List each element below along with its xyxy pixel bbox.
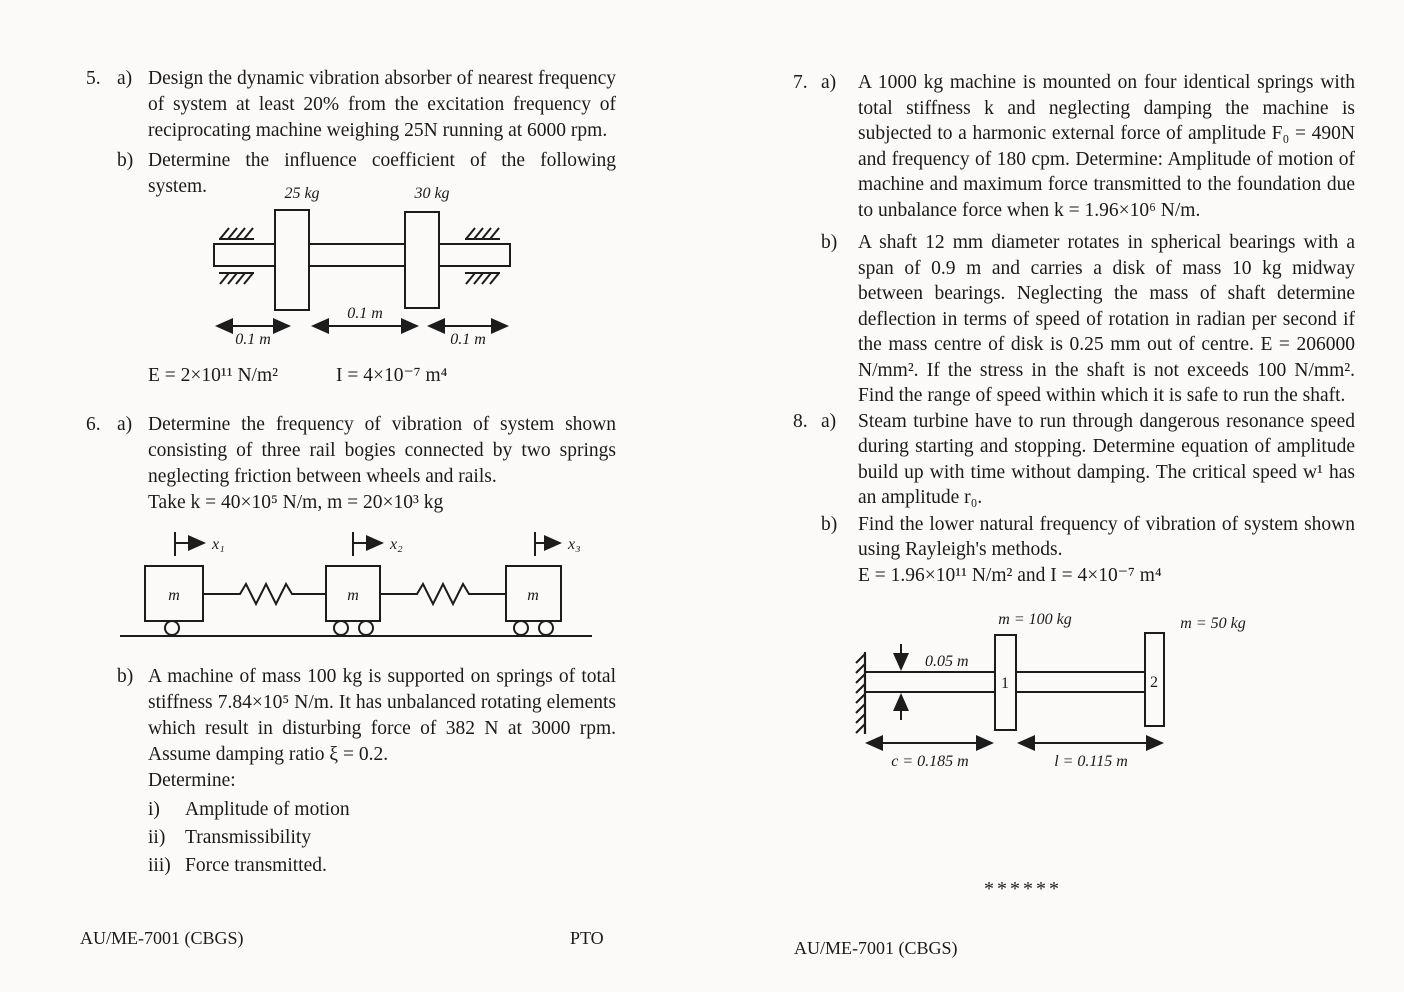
disk-30kg — [404, 211, 440, 309]
dim-right-label: 0.1 m — [450, 331, 486, 348]
question-7a-text: A 1000 kg machine is mounted on four ide… — [858, 72, 1355, 221]
wheel-icon — [333, 620, 349, 636]
dim-l-label: l = 0.115 m — [1054, 753, 1128, 770]
thickness-label: 0.05 m — [925, 653, 969, 670]
right-page-column: 7. a) A 1000 kg machine is mounted on fo… — [793, 62, 1355, 780]
disk-1 — [994, 634, 1017, 731]
question-8a-text: Steam turbine have to run through danger… — [858, 410, 1355, 509]
two-disk-shaft-diagram: 25 kg 30 kg 0.1 m 0 — [213, 185, 511, 348]
subitem-iii-text: Force transmitted. — [185, 855, 327, 876]
spring-2-icon — [380, 581, 506, 607]
question-7-number: 7. — [793, 72, 808, 93]
mass1-label: 25 kg — [284, 185, 319, 202]
question-6b-text: A machine of mass 100 kg is supported on… — [148, 666, 616, 765]
disk2-mass-label: m = 50 kg — [1180, 615, 1245, 632]
subitem-iii: iii) Force transmitted. — [148, 852, 616, 880]
question-8a-label: a) — [821, 410, 837, 432]
question-8a: 8. a) Steam turbine have to run through … — [793, 409, 1355, 511]
question-7b: b) A shaft 12 mm diameter rotates in sph… — [793, 230, 1355, 409]
wheel-icon — [538, 620, 554, 636]
question-5b-label: b) — [117, 150, 134, 171]
disk1-mass-label: m = 100 kg — [998, 611, 1071, 628]
rail-bogies-diagram: x₁ x₂ x₃ m m m — [120, 532, 592, 637]
coordinate-arrow-x1 — [174, 532, 206, 556]
left-support-hatch-icon — [219, 227, 254, 285]
question-8b-label: b) — [821, 513, 838, 535]
question-6b-subitems: i) Amplitude of motion ii) Transmissibil… — [148, 796, 616, 880]
subitem-iii-label: iii) — [148, 855, 171, 876]
right-support-hatch-icon — [465, 227, 500, 285]
wheel-icon — [513, 620, 529, 636]
left-page-column: 5. a) Design the dynamic vibration absor… — [86, 60, 616, 880]
dim-mid-label: 0.1 m — [347, 305, 383, 322]
x1-label: x₁ — [211, 536, 225, 553]
x2-label: x₂ — [389, 536, 403, 553]
disk-2 — [1144, 632, 1165, 727]
question-5a-label: a) — [117, 68, 133, 89]
wheel-icon — [358, 620, 374, 636]
mass-m1-label: m — [168, 587, 180, 604]
course-code-right-page: AU/ME-7001 (CBGS) — [794, 938, 958, 958]
mass2-label: 30 kg — [413, 185, 449, 202]
subitem-i-text: Amplitude of motion — [185, 799, 350, 820]
question-6a-given: Take k = 40×10⁵ N/m, m = 20×10³ kg — [148, 492, 444, 513]
coordinate-arrow-x3 — [534, 532, 562, 556]
question-5b-text: Determine the influence coefficient of t… — [148, 150, 616, 197]
pto-label: PTO — [570, 928, 604, 948]
mass-m2-label: m — [347, 587, 359, 604]
question-6b-body: A machine of mass 100 kg is supported on… — [148, 664, 616, 880]
disk2-number-label: 2 — [1150, 674, 1158, 691]
question-5a: 5. a) Design the dynamic vibration absor… — [86, 66, 616, 144]
question-5a-text: Design the dynamic vibration absorber of… — [148, 68, 616, 141]
question-6a-body: Determine the frequency of vibration of … — [148, 412, 616, 516]
mass-m3-label: m — [527, 587, 539, 604]
disk1-number-label: 1 — [1001, 675, 1009, 692]
shaft-segments — [865, 671, 1145, 693]
question-6b-determine: Determine: — [148, 770, 236, 791]
cantilever-shaft-diagram: m = 100 kg m = 50 kg 1 2 0.05 m — [855, 611, 1246, 770]
shaft — [213, 243, 511, 267]
question-5b: b) Determine the influence coefficient o… — [86, 148, 616, 200]
subitem-ii-text: Transmissibility — [185, 827, 312, 848]
question-6a: 6. a) Determine the frequency of vibrati… — [86, 412, 616, 516]
inertia-value: I = 4×10⁻⁷ m⁴ — [336, 365, 448, 386]
question-6-number: 6. — [86, 414, 101, 435]
course-code-left-page: AU/ME-7001 (CBGS) — [80, 928, 244, 948]
question-7b-text: A shaft 12 mm diameter rotates in spheri… — [858, 232, 1355, 406]
question-8b-body: Find the lower natural frequency of vibr… — [858, 512, 1355, 589]
fixed-wall-hatch-icon — [855, 652, 867, 734]
question-7b-label: b) — [821, 232, 838, 253]
subitem-i: i) Amplitude of motion — [148, 796, 616, 824]
end-of-paper-stars: ****** — [984, 878, 1062, 900]
subitem-ii-label: ii) — [148, 827, 166, 848]
question-8b-constants: E = 1.96×10¹¹ N/m² and I = 4×10⁻⁷ m⁴ — [858, 564, 1162, 586]
coordinate-arrow-x2 — [352, 532, 384, 556]
wheel-icon — [164, 620, 180, 636]
question-8b: b) Find the lower natural frequency of v… — [793, 512, 1355, 589]
dim-left-label: 0.1 m — [235, 331, 271, 348]
question-6b-label: b) — [117, 666, 134, 687]
question-7a-label: a) — [821, 72, 837, 93]
x3-label: x₃ — [567, 536, 581, 553]
subitem-ii: ii) Transmissibility — [148, 824, 616, 852]
question-6a-text: Determine the frequency of vibration of … — [148, 414, 616, 487]
question-6b: b) A machine of mass 100 kg is supported… — [86, 664, 616, 880]
subitem-i-label: i) — [148, 799, 160, 820]
spring-1-icon — [203, 581, 326, 607]
elastic-modulus-value: E = 2×10¹¹ N/m² — [148, 365, 278, 386]
disk-25kg — [274, 209, 310, 311]
question-6a-label: a) — [117, 414, 133, 435]
question-7a: 7. a) A 1000 kg machine is mounted on fo… — [793, 70, 1355, 223]
q5-constants-row: E = 2×10¹¹ N/m² I = 4×10⁻⁷ m⁴ — [86, 364, 616, 388]
question-8-number: 8. — [793, 410, 808, 432]
dim-c-label: c = 0.185 m — [891, 753, 968, 770]
question-5-number: 5. — [86, 68, 101, 89]
question-8b-text: Find the lower natural frequency of vibr… — [858, 513, 1355, 561]
